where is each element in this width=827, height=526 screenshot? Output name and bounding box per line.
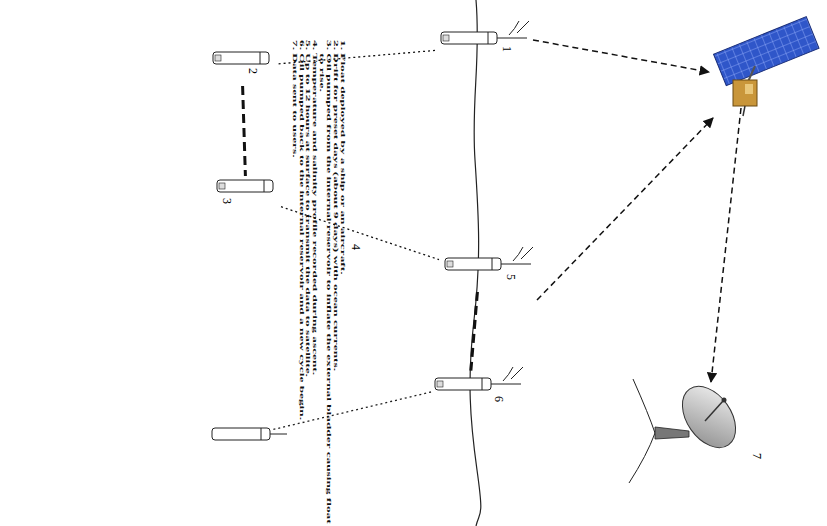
argo-float: 3 — [213, 178, 279, 212]
step-list: 1. Float deployed by a ship or an aircra… — [291, 40, 346, 525]
float-symbol — [441, 256, 517, 290]
descending-float — [212, 392, 431, 440]
argo-float: 1 — [437, 30, 513, 64]
dish-symbol — [627, 375, 767, 485]
callout-number: 4 — [349, 243, 362, 251]
argo-float: 2 — [209, 50, 275, 84]
step-note: 1. Float deployed by a ship or an aircra… — [339, 40, 346, 525]
step-note: 7. Data sent to users. — [291, 40, 298, 525]
drift-path — [243, 86, 246, 176]
step-note: 3. Oil pumped from the internal reservoi… — [318, 40, 332, 525]
step-note: 4. Temperature and salinity profile reco… — [311, 40, 318, 525]
float-symbol — [431, 376, 507, 410]
step-note: 2. Drift for preset days (about 9 days) … — [332, 40, 339, 525]
step-note: 6. Oil pumped back to the internal reser… — [298, 40, 305, 525]
float-symbol — [209, 50, 275, 84]
callout-number: 7 — [750, 453, 763, 459]
satellite — [714, 17, 819, 116]
callout-number: 3 — [220, 198, 233, 204]
drift-path — [471, 292, 478, 374]
callout-number: 2 — [246, 68, 259, 74]
transmission-arrows — [533, 40, 741, 382]
argo-float: 5 — [441, 256, 517, 290]
argo-float: 6 — [431, 376, 507, 410]
float-antennas — [491, 21, 533, 384]
callout-number: 5 — [504, 274, 517, 280]
step-note: 5. Up to 12 hours at surface to transmit… — [305, 40, 312, 525]
callout-number: 1 — [500, 46, 513, 52]
ground-station: 7 — [627, 375, 767, 485]
float-symbol — [213, 178, 279, 212]
callout-number: 6 — [492, 396, 505, 402]
